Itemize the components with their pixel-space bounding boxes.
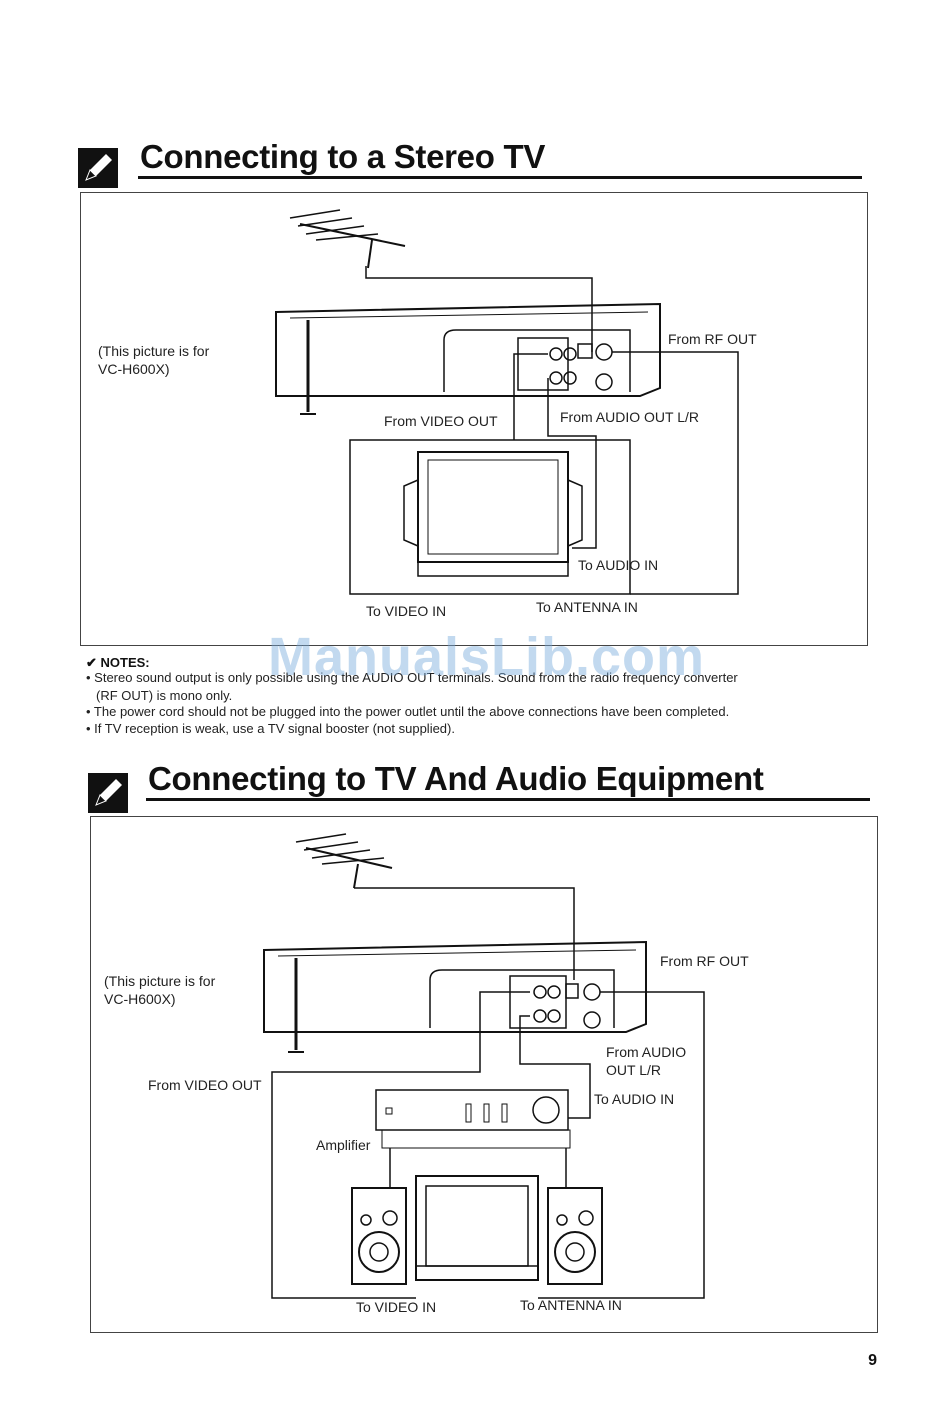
title-rule xyxy=(138,176,862,179)
label-from-audio-out: From AUDIO OUT L/R xyxy=(560,409,699,425)
vcr-rear-panel xyxy=(275,302,661,415)
vcr-model-caption: (This picture is for VC-H600X) xyxy=(104,973,216,1007)
vcr-model-caption: (This picture is for VC-H600X) xyxy=(98,343,210,377)
label-to-antenna-in: To ANTENNA IN xyxy=(536,599,638,615)
diagram-frame-tv-audio xyxy=(90,816,878,1333)
diagram-frame-stereo-tv xyxy=(80,192,868,646)
pencil-icon xyxy=(78,148,118,188)
label-to-video-in: To VIDEO IN xyxy=(366,603,447,619)
watermark: ManualsLib.com xyxy=(268,627,706,687)
tv-set xyxy=(415,1175,539,1281)
left-speaker xyxy=(351,1187,407,1285)
label-to-audio-in: To AUDIO IN xyxy=(594,1091,675,1107)
label-from-rf-out: From RF OUT xyxy=(668,331,757,347)
section-title-stereo-tv: Connecting to a Stereo TV xyxy=(140,138,546,175)
label-from-rf-out: From RF OUT xyxy=(660,953,749,969)
note-line: • Stereo sound output is only possible u… xyxy=(86,670,738,685)
label-to-audio-in: To AUDIO IN xyxy=(578,557,659,573)
label-to-antenna-in: To ANTENNA IN xyxy=(520,1297,622,1313)
right-speaker xyxy=(547,1187,603,1285)
label-from-video-out: From VIDEO OUT xyxy=(384,413,498,429)
label-from-video-out: From VIDEO OUT xyxy=(148,1077,262,1093)
title-rule xyxy=(146,798,870,801)
note-line: • If TV reception is weak, use a TV sign… xyxy=(86,721,455,736)
pencil-icon xyxy=(88,773,128,813)
label-amplifier: Amplifier xyxy=(316,1137,371,1153)
notes-heading: ✔ NOTES: xyxy=(86,655,150,670)
vcr-rear-panel xyxy=(263,940,647,1053)
amplifier xyxy=(375,1089,571,1149)
antenna-icon xyxy=(295,833,393,889)
antenna-icon xyxy=(289,209,406,269)
section-title-tv-audio: Connecting to TV And Audio Equipment xyxy=(148,760,764,797)
note-line: (RF OUT) is mono only. xyxy=(96,688,233,703)
label-to-video-in: To VIDEO IN xyxy=(356,1299,437,1315)
page-number: 9 xyxy=(868,1352,877,1369)
label-from-audio-out: From AUDIO OUT L/R xyxy=(606,1044,687,1078)
stereo-tv xyxy=(349,439,631,595)
note-line: • The power cord should not be plugged i… xyxy=(86,704,730,719)
